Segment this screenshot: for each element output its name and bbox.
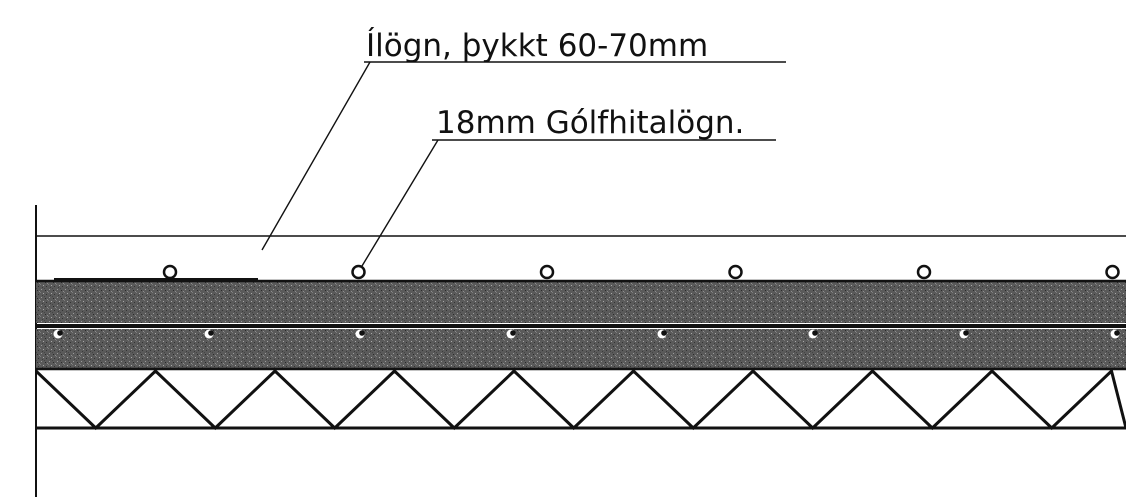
heating-pipe-icon [916,264,932,280]
rebar-dot-core [208,330,214,336]
heating-pipe-icon [1105,264,1120,280]
heating-pipe-icon [351,264,366,280]
screed-label: Ílögn, þykkt 60-70mm [366,28,708,64]
rebar-dot-core [963,330,969,336]
concrete-slab-upper [36,281,1126,323]
screed-leader-line [261,61,371,251]
rebar-dot-core [510,330,516,336]
rebar-dot-core [57,330,63,336]
rebar-dot-core [812,330,818,336]
rebar-dot-core [359,330,365,336]
heating-pipes [162,264,1120,280]
heating-pipe-icon [162,264,178,280]
concrete-slab-lower [36,329,1126,369]
concrete-slab [36,278,1126,371]
pipe-leader-line [361,139,439,267]
insulation-zigzag [34,368,1126,431]
heating-pipe-label: 18mm Gólfhitalögn. [436,105,744,141]
rebar-dot-core [661,330,667,336]
rebar-dot-core [1114,330,1120,336]
heating-pipe-icon [539,264,555,280]
insulation-layer [34,368,1126,431]
rebar-dots [53,329,1120,339]
heating-pipe-icon [728,264,743,280]
